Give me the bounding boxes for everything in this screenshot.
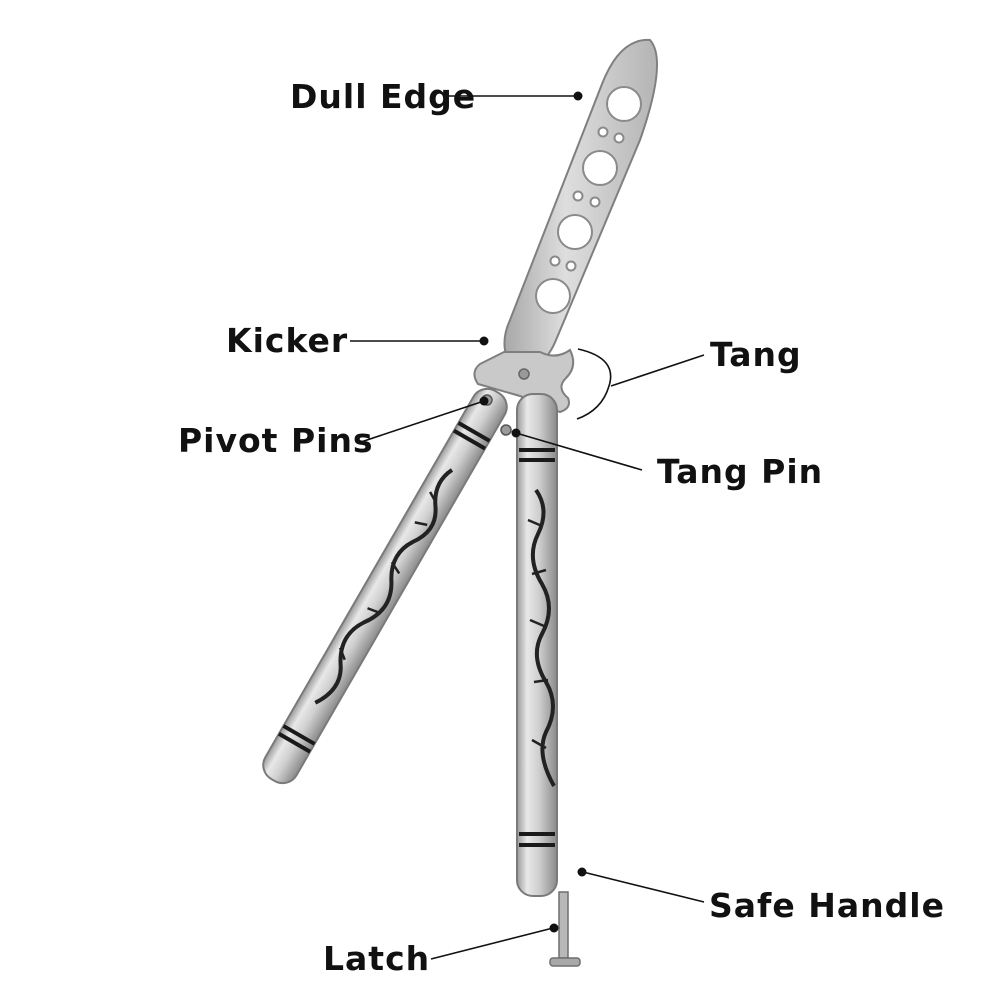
leader-tang-bracket: [576, 348, 612, 420]
leader-safe-handle: [582, 871, 705, 903]
leader-tang-pin: [515, 432, 643, 471]
leader-lines: [350, 95, 705, 960]
leader-latch: [430, 927, 554, 960]
leader-pivot-pins: [357, 400, 485, 444]
leader-dots: [479, 91, 587, 933]
blade-holes: [535, 86, 642, 314]
label-latch: Latch: [323, 939, 431, 978]
leader-tang: [610, 354, 705, 387]
label-dull-edge: Dull Edge: [290, 77, 477, 116]
latch: [549, 891, 581, 967]
label-tang-pin: Tang Pin: [657, 452, 824, 491]
tang-pin: [500, 424, 512, 436]
dragon-engraving-right: [530, 488, 556, 787]
label-safe-handle: Safe Handle: [709, 886, 945, 925]
label-tang: Tang: [710, 335, 802, 374]
label-kicker: Kicker: [226, 321, 349, 360]
blade: [503, 38, 659, 374]
label-pivot-pins: Pivot Pins: [178, 421, 374, 460]
dragon-engraving-left: [314, 468, 454, 705]
left-handle: [262, 387, 508, 785]
right-handle: [516, 393, 558, 897]
kicker-pin: [518, 368, 530, 380]
